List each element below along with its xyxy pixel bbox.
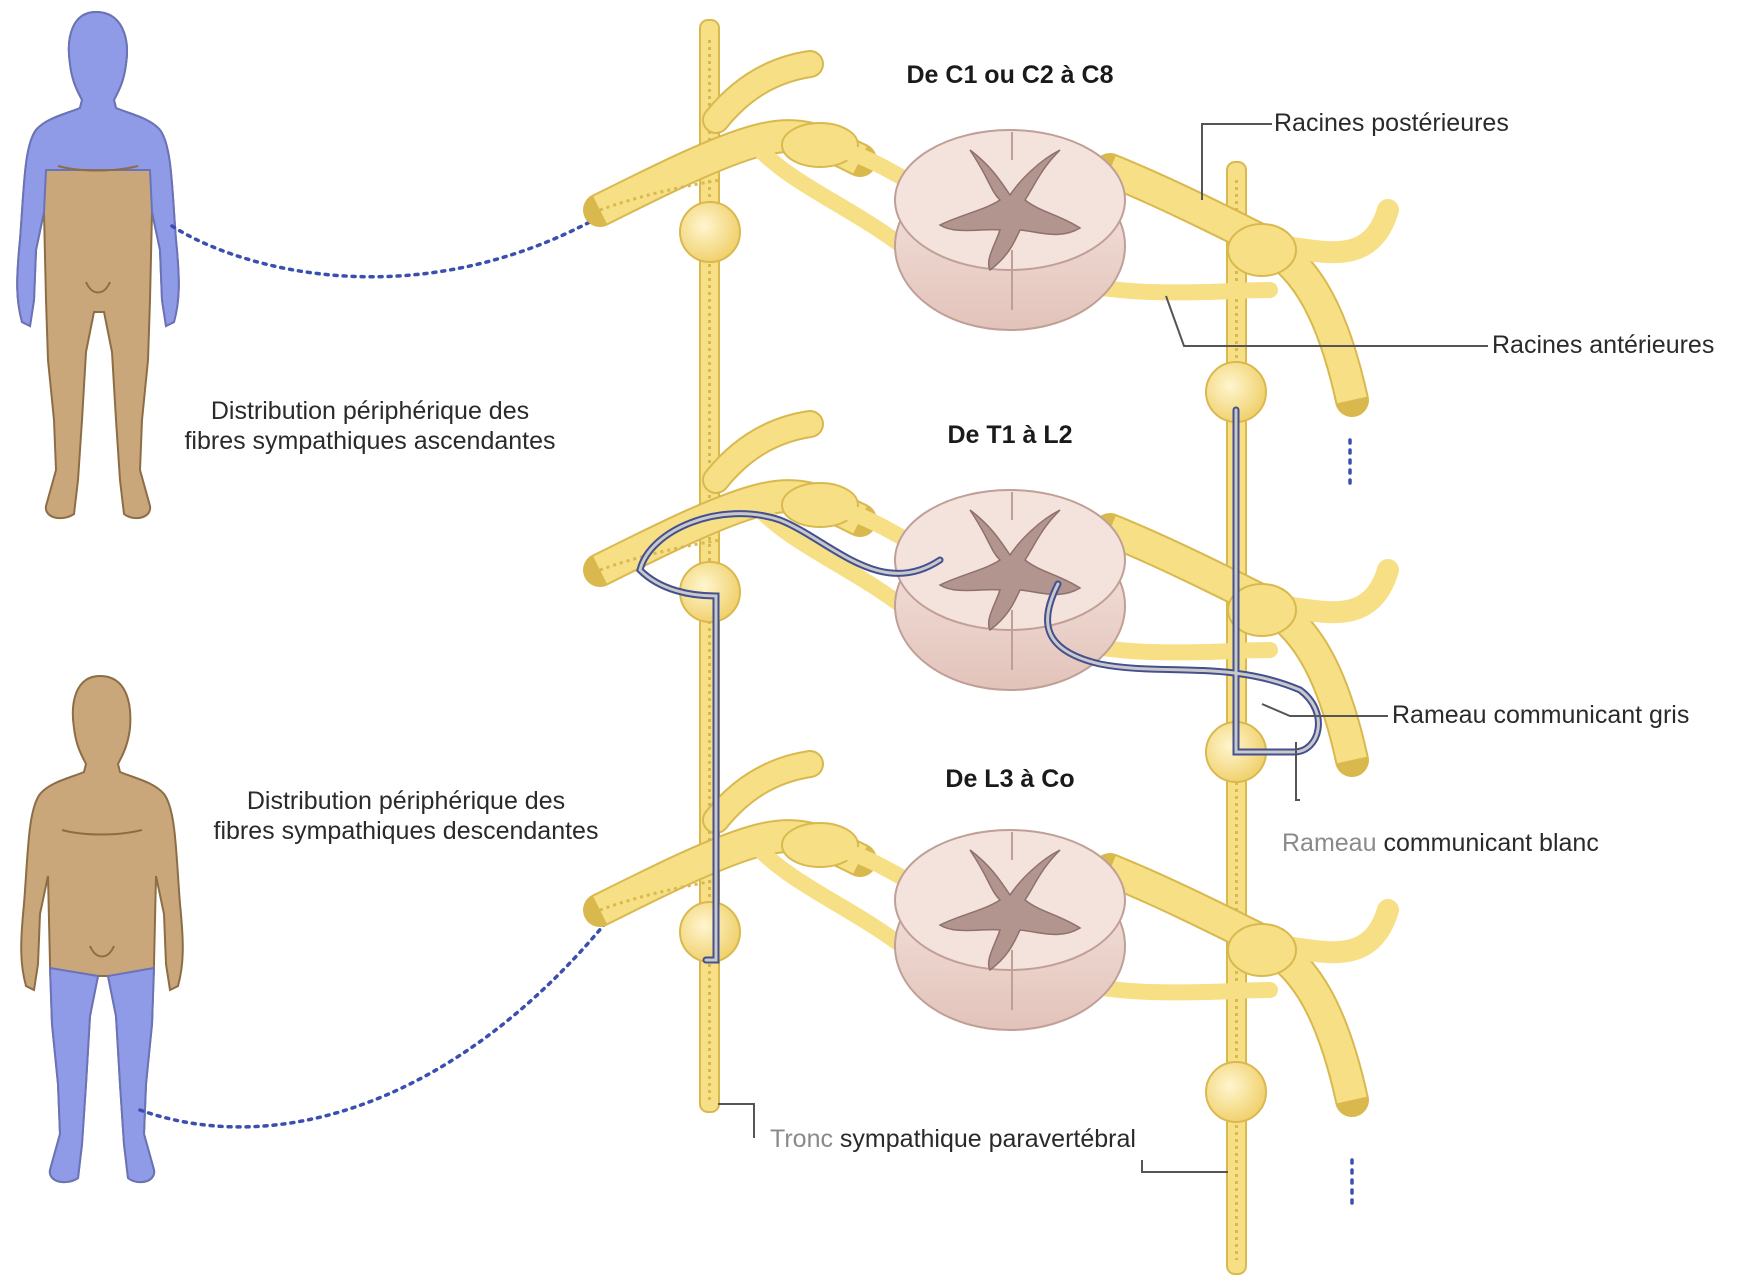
- white-ramus-label-prefix: Rameau: [1282, 829, 1377, 857]
- upper-body-figure: [17, 12, 179, 518]
- ascending-distribution-line: [172, 212, 608, 277]
- section-title-thoracolumbar: De T1 à L2: [880, 420, 1140, 450]
- white-ramus-label: Rameau communicant blanc: [1282, 828, 1599, 858]
- lower-body-figure: [21, 676, 183, 1182]
- section-title-lumbosacral: De L3 à Co: [880, 764, 1140, 794]
- anterior-roots-label: Racines antérieures: [1492, 330, 1714, 360]
- grey-ramus-label: Rameau communicant gris: [1392, 700, 1689, 730]
- descending-distribution-line: [140, 920, 608, 1127]
- white-ramus-label-rest: communicant blanc: [1377, 829, 1599, 857]
- trunk-leader-left: [718, 1104, 754, 1138]
- trunk-label-prefix: Tronc: [770, 1125, 833, 1153]
- trunk-leader-right: [1142, 1160, 1228, 1172]
- ascending-fibres-label: Distribution périphérique des fibres sym…: [170, 396, 570, 456]
- peripheral-distribution-lines: [140, 212, 608, 1127]
- posterior-roots-label: Racines postérieures: [1274, 108, 1509, 138]
- section-title-cervical: De C1 ou C2 à C8: [880, 60, 1140, 90]
- descending-fibres-label: Distribution périphérique des fibres sym…: [196, 786, 616, 846]
- trunk-label-rest: sympathique paravertébral: [833, 1125, 1136, 1153]
- sympathetic-trunk-label: Tronc sympathique paravertébral: [770, 1124, 1136, 1154]
